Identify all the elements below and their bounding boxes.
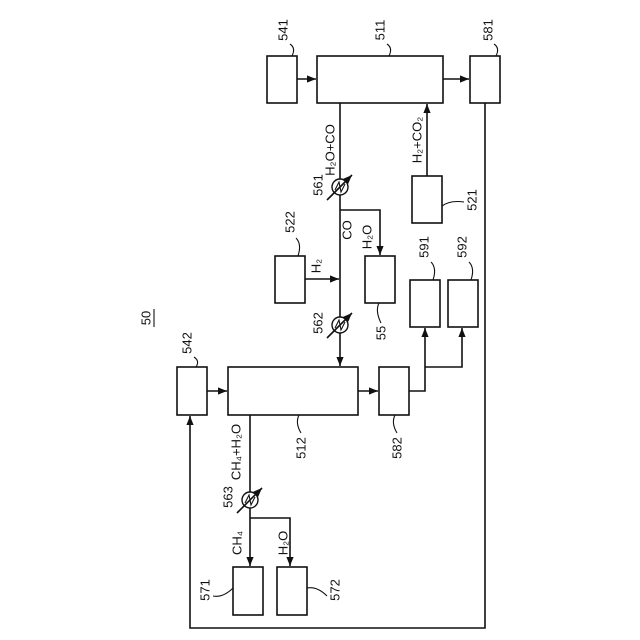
leader-591: [431, 262, 435, 280]
box-522: [275, 256, 305, 303]
box-572: [277, 567, 307, 615]
flow-582-to-592: [425, 328, 462, 367]
stream-label-h2o-to-55: H₂O: [360, 225, 375, 250]
box-55: [365, 256, 395, 303]
box-582: [379, 367, 409, 415]
label-591: 591: [417, 236, 432, 258]
stream-label-h2o-co: H₂O+CO: [323, 124, 338, 176]
stream-label-ch4-h2o: CH₄+H₂O: [229, 424, 244, 480]
label-542: 542: [180, 332, 195, 354]
stream-label-h2o-to-572: H₂O: [276, 531, 291, 556]
stream-label-co: CO: [340, 220, 355, 240]
label-582: 582: [390, 437, 405, 459]
label-562: 562: [311, 312, 326, 334]
label-561: 561: [311, 174, 326, 196]
label-521: 521: [465, 189, 480, 211]
label-522: 522: [283, 211, 298, 233]
label-512: 512: [294, 437, 309, 459]
flow-582-to-591: [409, 328, 425, 391]
figure-number: 50: [139, 311, 154, 325]
leader-572: [307, 588, 327, 596]
label-563: 563: [221, 486, 236, 508]
leader-522: [296, 238, 300, 256]
box-591: [410, 280, 440, 327]
leader-512: [297, 415, 301, 433]
box-592: [448, 280, 478, 327]
box-571: [233, 567, 263, 615]
box-581: [470, 56, 500, 103]
label-571: 571: [198, 579, 213, 601]
box-511: [317, 56, 443, 103]
leader-55: [377, 303, 381, 323]
stream-label-h2-co2: H₂+CO₂: [410, 117, 425, 164]
label-541: 541: [276, 19, 291, 41]
box-542: [177, 367, 207, 415]
label-572: 572: [328, 579, 343, 601]
leader-541: [290, 44, 294, 56]
label-511: 511: [373, 20, 388, 41]
leader-581: [494, 44, 498, 56]
leader-582: [393, 415, 397, 433]
stream-label-h2: H₂: [309, 259, 324, 273]
label-55: 55: [374, 326, 389, 340]
leader-571: [213, 588, 233, 596]
stream-label-ch4: CH₄: [230, 531, 245, 555]
leader-592: [469, 262, 473, 280]
box-512: [228, 367, 358, 415]
box-541: [267, 56, 297, 103]
leader-521: [442, 202, 464, 207]
label-592: 592: [455, 236, 470, 258]
label-581: 581: [481, 19, 496, 41]
leader-511: [387, 44, 391, 56]
box-521: [412, 176, 442, 223]
leader-542: [194, 357, 198, 367]
